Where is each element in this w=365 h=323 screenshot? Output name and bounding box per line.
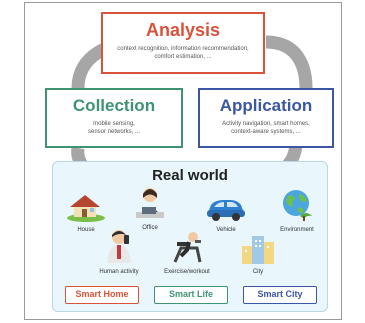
analysis-desc-line1: context recognition, information recomme…	[117, 46, 249, 52]
office-worker-icon	[136, 188, 164, 218]
human-activity-label: Human activity	[99, 269, 139, 275]
house-item: House	[63, 192, 109, 233]
office-item: Office	[127, 186, 173, 231]
real-world-title: Real world	[152, 167, 228, 184]
city-label: City	[252, 269, 264, 275]
application-desc-line2: context-aware systems, ...	[231, 129, 301, 135]
smart-life-button[interactable]: Smart Life	[154, 286, 228, 304]
globe-icon	[283, 190, 312, 221]
human-activity-item: Human activity	[91, 228, 147, 275]
collection-box: Collection mobile sensing, sensor networ…	[45, 88, 183, 148]
application-desc-line1: Activity navigation, smart homes,	[222, 121, 310, 127]
environment-item: Environment	[271, 188, 323, 233]
analysis-title: Analysis	[145, 20, 221, 40]
exercise-bike-icon	[173, 232, 202, 263]
real-world-panel: Real world House Office	[52, 161, 328, 312]
application-box: Application Activity navigation, smart h…	[198, 88, 334, 148]
application-title: Application	[219, 96, 313, 115]
office-label: Office	[142, 225, 158, 231]
analysis-desc-line2: comfort estimation, ...	[154, 54, 212, 60]
smart-city-button[interactable]: Smart City	[243, 286, 317, 304]
exercise-label: Exercise/workout	[164, 269, 210, 275]
vehicle-label: Vehicle	[216, 227, 236, 233]
collection-desc-line1: mobile sensing,	[93, 121, 135, 127]
city-buildings-icon	[242, 236, 274, 264]
house-label: House	[77, 227, 95, 233]
smart-home-button[interactable]: Smart Home	[65, 286, 139, 304]
car-icon	[207, 200, 245, 221]
environment-label: Environment	[280, 227, 314, 233]
house-icon	[67, 195, 105, 222]
collection-desc-line2: sensor networks, ...	[87, 129, 141, 135]
vehicle-item: Vehicle	[203, 194, 249, 233]
person-phone-icon	[107, 230, 131, 263]
collection-title: Collection	[72, 96, 156, 115]
exercise-item: Exercise/workout	[159, 228, 215, 275]
analysis-box: Analysis context recognition, informatio…	[101, 12, 265, 74]
arrow-analysis-to-application	[265, 35, 313, 89]
city-item: City	[235, 232, 281, 275]
